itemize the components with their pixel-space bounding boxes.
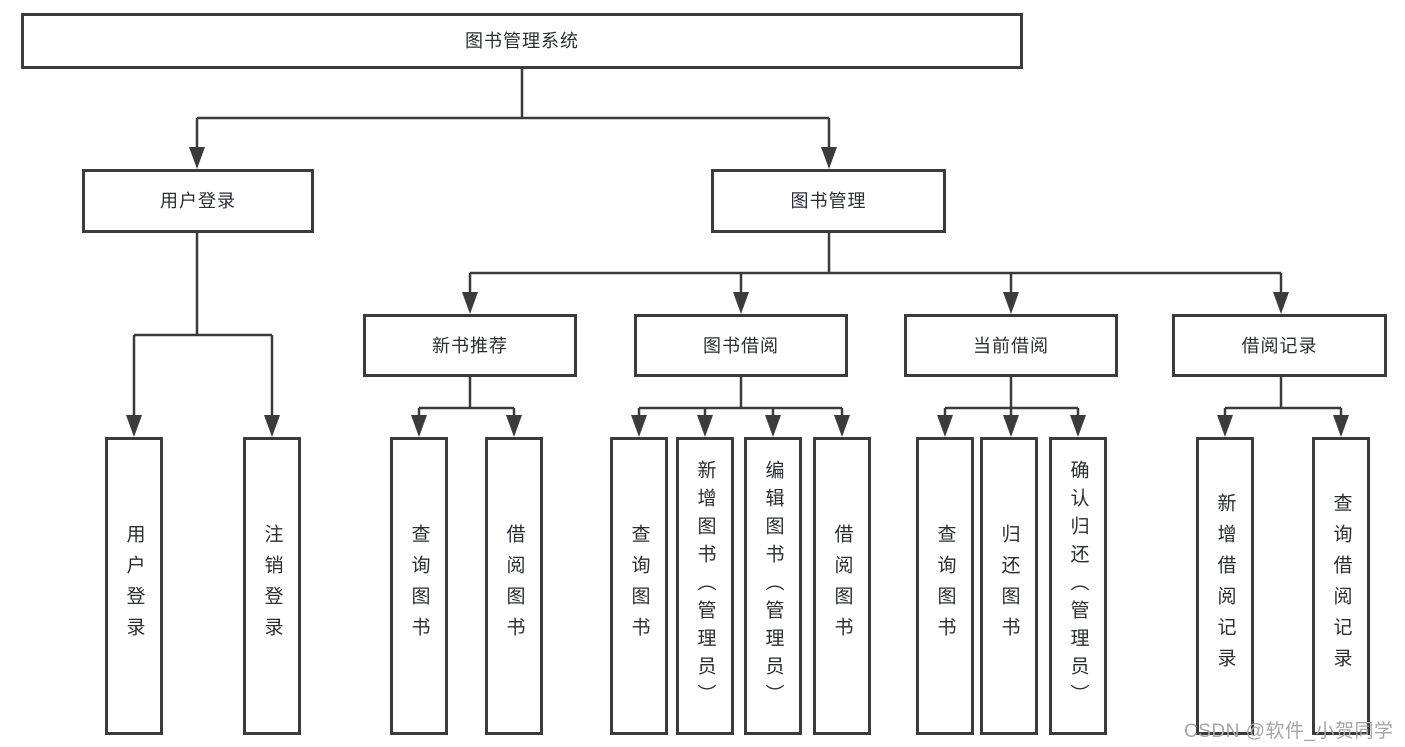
node-borrow-books-recommend: 借阅图书: [485, 437, 543, 735]
node-return-books: 归还图书: [980, 437, 1038, 735]
node-edit-books-admin: 编辑图书（管理员）: [744, 437, 802, 735]
node-borrow-books-leaf: 借阅图书: [813, 437, 871, 735]
node-user-login-leaf: 用户登录: [105, 437, 163, 735]
node-label: 借阅图书: [503, 524, 525, 648]
node-label: 新增图书（管理员）: [694, 460, 716, 712]
node-library-management-system: 图书管理系统: [21, 13, 1023, 69]
node-borrowing-records: 借阅记录: [1172, 314, 1387, 377]
node-label: 编辑图书（管理员）: [762, 460, 784, 712]
node-label: 图书借阅: [703, 335, 779, 356]
node-label: 借阅记录: [1241, 335, 1318, 356]
node-add-borrow-record: 新增借阅记录: [1196, 437, 1254, 735]
node-label: 用户登录: [160, 191, 236, 211]
node-label: 注销登录: [261, 524, 283, 648]
node-label: 用户登录: [123, 524, 145, 648]
node-query-books-recommend: 查询图书: [390, 437, 448, 735]
node-current-borrowing: 当前借阅: [904, 314, 1118, 377]
csdn-watermark: CSDN @软件_小贺同学: [1184, 721, 1394, 742]
node-book-management: 图书管理: [711, 169, 946, 233]
node-label: 借阅图书: [831, 524, 853, 648]
node-label: 新增借阅记录: [1214, 493, 1236, 679]
node-label: 归还图书: [998, 524, 1020, 648]
node-label: 查询图书: [934, 524, 956, 648]
node-label: 查询图书: [628, 524, 650, 648]
node-add-books-admin: 新增图书（管理员）: [676, 437, 734, 735]
node-label: 查询借阅记录: [1330, 493, 1352, 679]
node-query-borrow-record: 查询借阅记录: [1312, 437, 1370, 735]
node-label: 查询图书: [408, 524, 430, 648]
node-book-borrowing: 图书借阅: [634, 314, 848, 377]
node-logout: 注销登录: [243, 437, 301, 735]
node-label: 当前借阅: [973, 335, 1049, 356]
node-new-book-recommendation: 新书推荐: [363, 314, 577, 377]
node-query-books-borrow: 查询图书: [610, 437, 668, 735]
node-label: 图书管理: [790, 191, 867, 211]
node-label: 图书管理系统: [465, 31, 579, 51]
node-label: 确认归还（管理员）: [1067, 460, 1089, 712]
node-query-books-current: 查询图书: [916, 437, 974, 735]
node-confirm-return-admin: 确认归还（管理员）: [1049, 437, 1107, 735]
node-user-login: 用户登录: [82, 169, 314, 233]
node-label: 新书推荐: [432, 335, 508, 356]
